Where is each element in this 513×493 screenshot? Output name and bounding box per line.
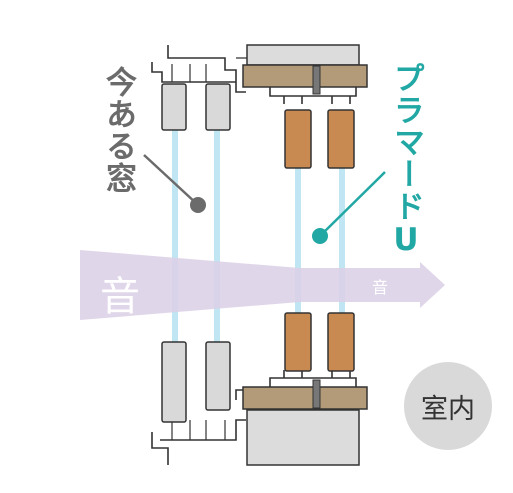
pointer-line-new [320, 171, 386, 236]
old-frame-bottom-inner [171, 420, 226, 440]
old-frame-top-inner [171, 57, 247, 82]
old-sash-bottom-2 [205, 341, 231, 411]
wall-top [246, 44, 360, 66]
inner-rail-top [269, 87, 357, 104]
pointer-dot-old [190, 197, 206, 213]
room-interior-badge: 室内 [404, 362, 492, 450]
new-sash-top-1 [284, 109, 312, 169]
existing-window-label: 今ある窓 [100, 66, 136, 194]
old-frame-top [151, 45, 246, 93]
wood-trim-top [242, 64, 368, 88]
new-glass-2 [339, 166, 345, 316]
new-sash-bottom-2 [327, 312, 355, 372]
plamado-u-label: プラマードU [388, 62, 424, 259]
wall-bottom [246, 409, 360, 466]
new-sash-top-2 [327, 109, 355, 169]
old-sash-top-1 [161, 83, 187, 131]
new-glass-1 [295, 166, 301, 316]
screw-bottom [312, 379, 321, 409]
wood-trim-bottom [242, 386, 368, 410]
old-sash-top-2 [205, 83, 231, 131]
inner-rail-bottom [269, 370, 357, 387]
old-sash-bottom-1 [161, 341, 187, 423]
pointer-dot-new [312, 228, 328, 244]
sound-outside-label: 音 [100, 274, 140, 320]
room-interior-label: 室内 [421, 393, 475, 425]
old-glass-2 [214, 128, 220, 344]
screw-top [312, 65, 321, 95]
sound-inside-label: 音 [372, 278, 389, 297]
sound-arrow [80, 250, 445, 320]
old-glass-1 [172, 128, 178, 344]
pointer-line-old [143, 154, 198, 205]
new-sash-bottom-1 [284, 312, 312, 372]
